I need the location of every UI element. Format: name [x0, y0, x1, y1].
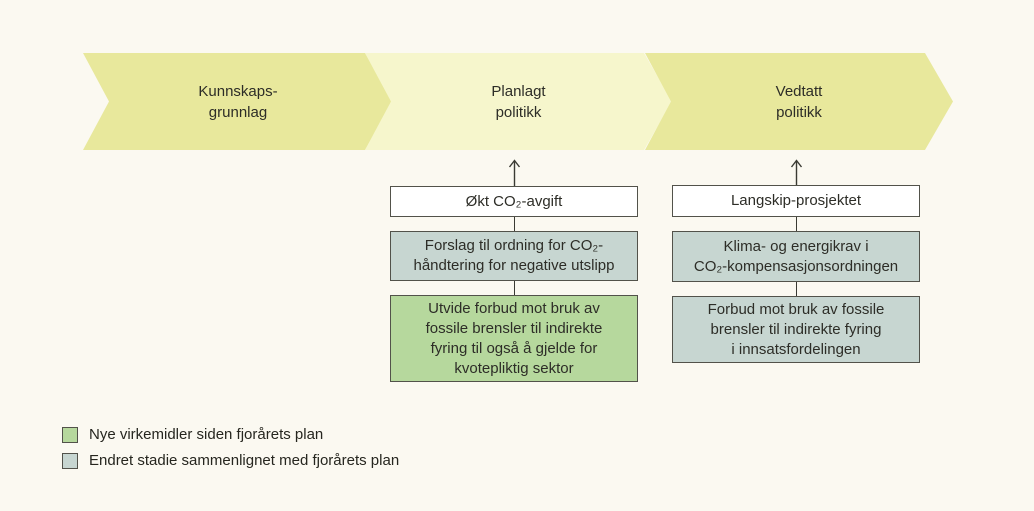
measure-text-line: Langskip-prosjektet [730, 192, 862, 209]
stage-label-line: Planlagt [491, 82, 546, 100]
measure-text-line: i innsatsfordelingen [731, 340, 861, 358]
stage-label-line: politikk [495, 103, 542, 121]
legend-label: Nye virkemidler siden fjorårets plan [89, 426, 324, 443]
measure-text-line: fyring til også å gjelde for [430, 339, 598, 357]
box-okt-co2-avgift: Økt CO₂-avgift [390, 186, 638, 217]
legend-label: Endret stadie sammenlignet med fjorårets… [89, 452, 400, 469]
legend: Nye virkemidler siden fjorårets plan End… [62, 426, 399, 469]
measure-text-line: Utvide forbud mot bruk av [428, 299, 600, 317]
box-forbud-fossile-brensler-innsatsfordelingen: Forbud mot bruk av fossile brensler til … [672, 296, 920, 363]
measure-text-line: håndtering for negative utslipp [413, 257, 615, 274]
stage-arrow-kunnskapsgrunnlag: Kunnskaps- grunnlag [83, 53, 393, 150]
stage-arrow-planlagt-politikk: Planlagt politikk [365, 53, 672, 150]
legend-item-new-measures: Nye virkemidler siden fjorårets plan [62, 426, 399, 443]
measure-text-line: Klima- og energikrav i [723, 237, 869, 255]
box-forslag-co2-handtering: Forslag til ordning for CO₂- håndtering … [390, 231, 638, 281]
box-langskip-prosjektet: Langskip-prosjektet [672, 185, 920, 217]
measure-text-line: Forbud mot bruk av fossile [707, 300, 885, 318]
legend-item-changed-stage: Endret stadie sammenlignet med fjorårets… [62, 452, 399, 469]
box-utvide-forbud-fossile-brensler: Utvide forbud mot bruk av fossile brensl… [390, 295, 638, 382]
stage-label-vedtatt-politikk: Vedtatt politikk [776, 81, 823, 123]
measure-text-line: Økt CO₂-avgift [465, 192, 563, 210]
connector-line [514, 216, 515, 232]
connector-line [796, 281, 797, 297]
up-arrow-icon [788, 158, 805, 187]
connector-line [514, 280, 515, 296]
measure-text-line: Forslag til ordning for CO₂- [424, 237, 604, 254]
measure-text-line: fossile brensler til indirekte [425, 319, 603, 337]
stage-label-planlagt-politikk: Planlagt politikk [491, 81, 545, 123]
stage-label-line: grunnlag [208, 103, 268, 121]
measure-text-line: brensler til indirekte fyring [710, 320, 882, 338]
stage-arrow-vedtatt-politikk: Vedtatt politikk [645, 53, 953, 150]
up-arrow-icon [506, 158, 523, 187]
legend-swatch-new-icon [62, 426, 78, 443]
stage-label-line: Vedtatt [775, 82, 823, 100]
stage-label-kunnskapsgrunnlag: Kunnskaps- grunnlag [198, 81, 277, 123]
measure-text-line: kvotepliktig sektor [454, 359, 574, 377]
connector-line [796, 216, 797, 232]
measure-text-line: CO₂-kompensasjonsordningen [693, 257, 899, 275]
stage-label-line: politikk [776, 103, 822, 121]
stage-label-line: Kunnskaps- [198, 82, 278, 100]
legend-swatch-changed-icon [62, 452, 78, 469]
box-klima-energikrav-co2-kompensasjon: Klima- og energikrav i CO₂-kompensasjons… [672, 231, 920, 282]
